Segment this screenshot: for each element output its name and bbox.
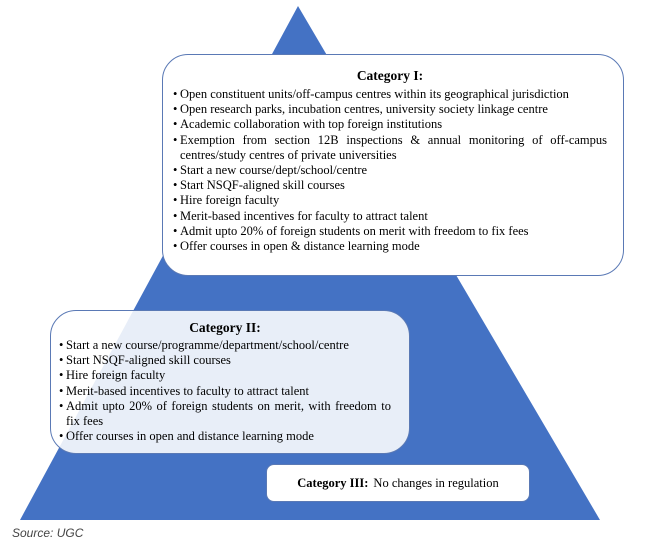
category-1-list: Open constituent units/off-campus centre… [173,87,607,254]
list-item: Hire foreign faculty [173,193,607,208]
category-1-box: Category I: Open constituent units/off-c… [162,54,624,276]
list-item: Open constituent units/off-campus centre… [173,87,607,102]
category-1-title: Category I: [356,68,424,83]
list-item: Exemption from section 12B inspections &… [173,133,607,163]
category-3-box: Category III: No changes in regulation [266,464,530,502]
category-3-text: No changes in regulation [373,475,499,490]
category-2-list: Start a new course/programme/department/… [59,338,391,445]
category-2-title: Category II: [189,320,261,335]
list-item: Open research parks, incubation centres,… [173,102,607,117]
list-item: Academic collaboration with top foreign … [173,117,607,132]
list-item: Offer courses in open and distance learn… [59,429,391,444]
source-note: Source: UGC [12,526,84,540]
list-item: Merit-based incentives to faculty to att… [59,384,391,399]
list-item: Admit upto 20% of foreign students on me… [173,224,607,239]
list-item: Hire foreign faculty [59,368,391,383]
list-item: Start NSQF-aligned skill courses [59,353,391,368]
list-item: Start a new course/dept/school/centre [173,163,607,178]
list-item: Admit upto 20% of foreign students on me… [59,399,391,429]
list-item: Start a new course/programme/department/… [59,338,391,353]
list-item: Start NSQF-aligned skill courses [173,178,607,193]
list-item: Merit-based incentives for faculty to at… [173,209,607,224]
list-item: Offer courses in open & distance learnin… [173,239,607,254]
category-3-title: Category III: [297,475,369,490]
category-2-box: Category II: Start a new course/programm… [50,310,410,454]
